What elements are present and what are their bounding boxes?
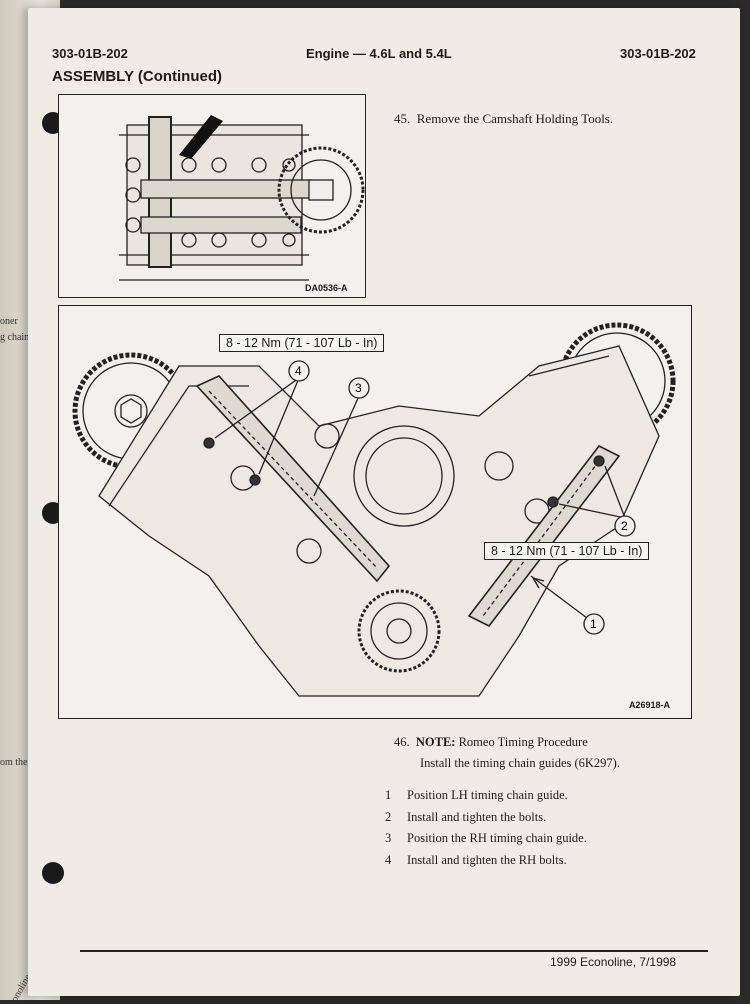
list-item: 4 Install and tighten the RH bolts. (385, 853, 587, 868)
step-45: 45. Remove the Camshaft Holding Tools. (394, 111, 613, 127)
prev-page-text: om the timin (0, 757, 52, 768)
prev-page-text: oner (0, 316, 18, 327)
note-text: Romeo Timing Procedure (458, 735, 588, 749)
binder-hole (42, 862, 64, 884)
step-text: Remove the Camshaft Holding Tools. (416, 111, 614, 126)
substep-text: Position the RH timing chain guide. (407, 831, 587, 845)
page-number-left: 303-01B-202 (52, 46, 128, 61)
callout-1: 1 (590, 617, 597, 631)
header-title: Engine — 4.6L and 5.4L (306, 46, 452, 61)
step-number: 46. (394, 735, 410, 749)
step-46-intro: Install the timing chain guides (6K297). (420, 756, 620, 770)
manual-page: ▒▒▒▒ ▒▒▒ ▒▒▒ ▒▒▒▒▒ ▒▒▒▒▒▒▒▒▒▒ ▒▒ ▒▒▒▒▒ ▒… (28, 8, 740, 996)
prev-page-text: g chain (0, 332, 30, 343)
substep-text: Position LH timing chain guide. (407, 788, 568, 802)
torque-spec-left: 8 - 12 Nm (71 - 107 Lb - In) (219, 334, 385, 352)
substep-text: Install and tighten the RH bolts. (407, 852, 567, 867)
camshaft-figure: DA0536-A (58, 94, 366, 298)
footer-rule (80, 950, 708, 952)
substep-number: 2 (385, 809, 392, 824)
figure-id: DA0536-A (305, 283, 348, 293)
callout-2: 2 (621, 519, 628, 533)
torque-spec-right: 8 - 12 Nm (71 - 107 Lb - In) (484, 542, 650, 560)
callout-3: 3 (355, 381, 362, 395)
figure-id: A26918-A (629, 700, 671, 710)
step-number: 45. (394, 111, 411, 126)
callout-4: 4 (295, 364, 302, 378)
timing-chain-figure: 4 3 2 1 8 - 12 Nm (71 - 107 Lb - In) 8 -… (58, 305, 692, 719)
list-item: 1 Position LH timing chain guide. (385, 788, 587, 803)
list-item: 2 Install and tighten the bolts. (385, 810, 587, 825)
step-46-note: 46. NOTE: Romeo Timing Procedure (394, 735, 588, 750)
substep-text: Install and tighten the bolts. (407, 809, 547, 824)
substep-number: 1 (385, 788, 392, 802)
note-label: NOTE: (415, 735, 456, 749)
substep-number: 4 (385, 852, 392, 867)
timing-chain-illustration: 4 3 2 1 (72, 322, 676, 697)
footer-text: 1999 Econoline, 7/1998 (550, 955, 677, 969)
substep-number: 3 (385, 831, 392, 845)
page-number-right: 303-01B-202 (620, 46, 696, 61)
camshaft-illustration (119, 115, 365, 281)
list-item: 3 Position the RH timing chain guide. (385, 831, 587, 846)
section-title: ASSEMBLY (Continued) (52, 68, 223, 85)
